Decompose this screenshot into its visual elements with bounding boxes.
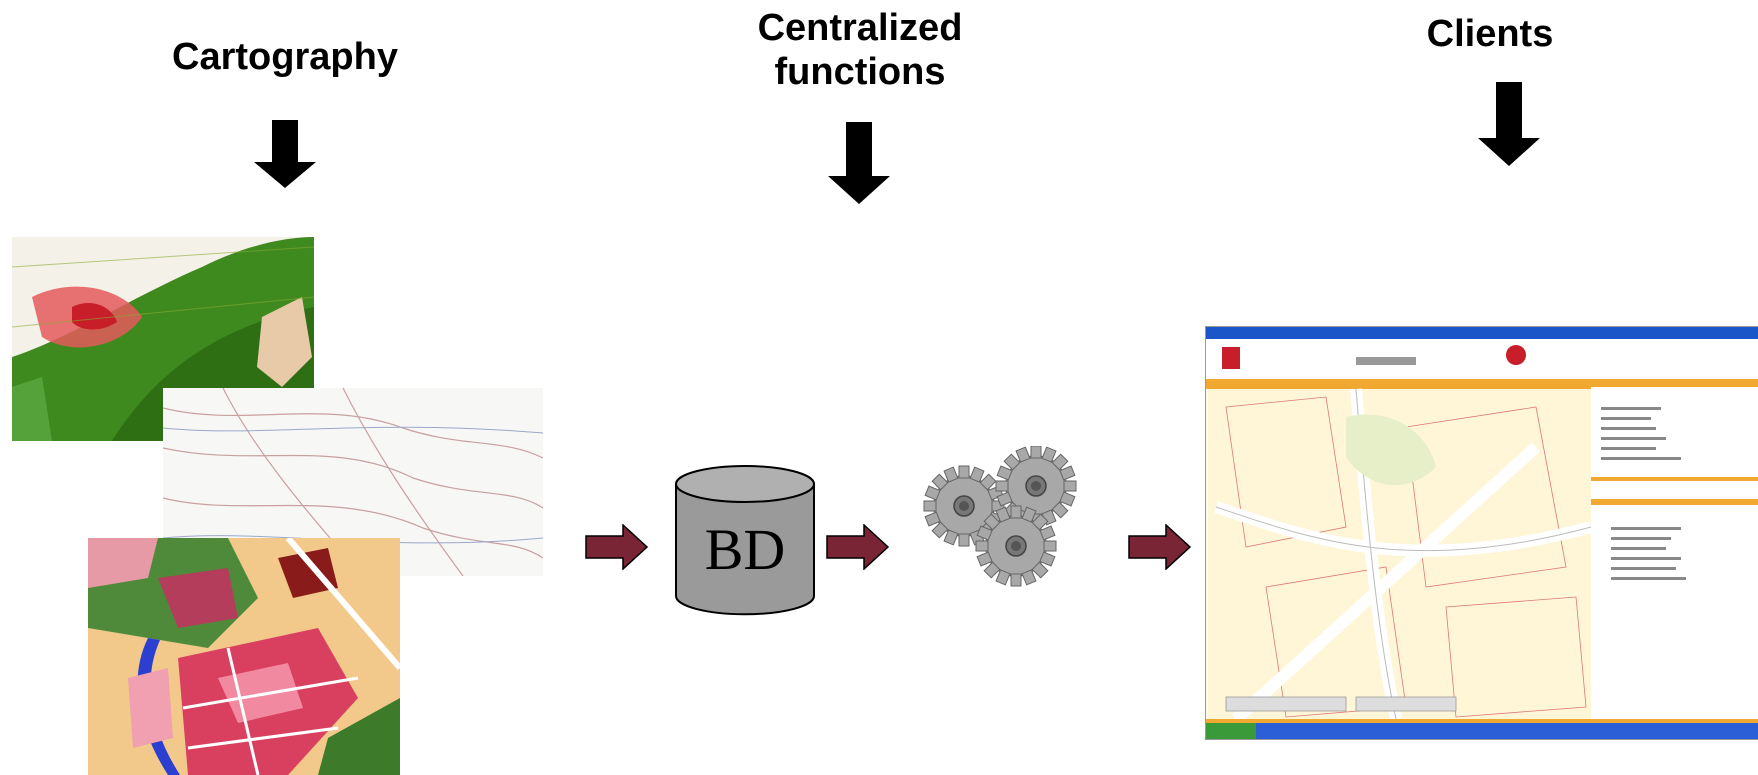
zoning-map-image [88,538,400,775]
flow-arrow-icon [1128,524,1192,570]
flow-arrow-icon [826,524,890,570]
gears-icon [923,446,1077,587]
down-arrow-icon [828,122,890,204]
flow-arrow-icon [585,524,649,570]
down-arrow-icon [1478,82,1540,166]
heading-cartography: Cartography [172,36,398,78]
heading-clients: Clients [1426,13,1554,55]
client-app-screenshot [1205,326,1758,740]
down-arrow-icon [254,120,316,188]
database-label: BD [704,517,786,582]
database-icon [675,465,815,616]
heading-centralized-functions: Centralized functions [757,7,963,93]
